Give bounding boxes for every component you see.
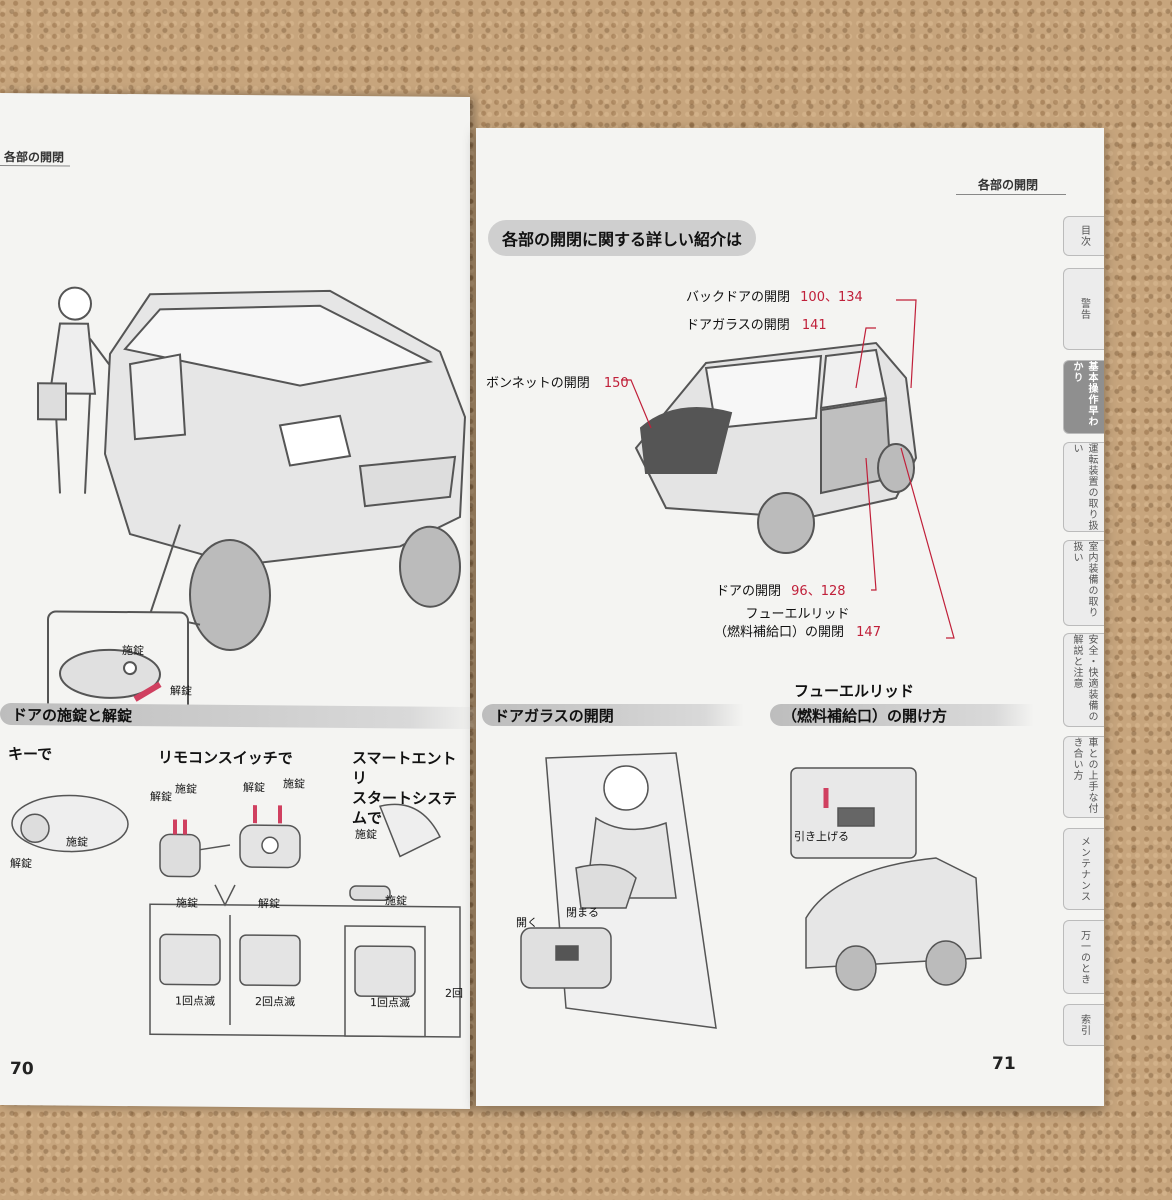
car-unlock-illustration	[37, 286, 467, 726]
close-label: 閉まる	[566, 906, 599, 919]
fuel-lid-line2-text: （燃料補給口）の開閉	[714, 625, 845, 640]
title-pill: 各部の開閉に関する詳しい紹介は	[488, 220, 757, 256]
lock-methods-illustrations	[11, 794, 461, 1038]
smart-lock2-label: 施錠	[385, 894, 407, 908]
by-key-label: キーで	[8, 745, 53, 764]
section-fuel-lid-title: フューエルリッド	[776, 680, 914, 702]
callout-fuel-lid: フューエルリッド （燃料補給口）の開閉 147	[714, 606, 881, 642]
fuel-lid-line2: （燃料補給口）の開閉 147	[714, 624, 881, 642]
header-rule-right	[956, 194, 1066, 195]
door-label: ドアの開閉	[716, 584, 782, 599]
by-remote-label: リモコンスイッチで	[158, 748, 293, 768]
side-tab-9[interactable]: 索引	[1063, 1004, 1104, 1046]
section-door-glass: ドアガラスの開閉	[482, 704, 744, 726]
side-tab-1[interactable]: 警告	[1063, 268, 1104, 350]
car-parts-illustration	[621, 299, 955, 639]
smart-lock-label: 施錠	[355, 828, 377, 842]
right-page-header: 各部の開閉	[978, 178, 1039, 192]
side-tab-0[interactable]: 目次	[1063, 216, 1104, 256]
section-door-lock-unlock: ドアの施錠と解錠	[0, 702, 482, 730]
right-page: 各部の開閉 各部の開閉に関する詳しい紹介は バックドアの開閉 100、134 ド…	[476, 128, 1104, 1106]
left-page-number: 70	[10, 1059, 34, 1080]
left-page: 各部の開閉 施錠 解錠 ドアの施錠と解錠 キーで	[0, 92, 482, 1110]
fuel-title-line1: フューエルリッド	[794, 682, 915, 700]
panel-lock-label: 施錠	[176, 896, 198, 910]
back-door-pages: 100、134	[800, 290, 863, 305]
panel-unlock-label: 解錠	[258, 897, 280, 911]
blink-once-label: 1回点滅	[175, 994, 215, 1008]
right-page-number: 71	[992, 1054, 1016, 1074]
callout-back-door: バックドアの開閉 100、134	[686, 286, 863, 305]
section-fuel-lid: （燃料補給口）の開け方	[770, 704, 1034, 726]
fuel-lid-line1: フューエルリッド	[745, 607, 850, 622]
remote-lock-label: 施錠	[175, 782, 197, 796]
side-tab-3[interactable]: 運転装置の取り扱い	[1063, 442, 1104, 532]
door-glass-label: ドアガラスの開閉	[686, 318, 790, 333]
callout-door-glass: ドアガラスの開閉 141	[686, 314, 827, 333]
callout-bonnet: ボンネットの開閉 150	[486, 372, 629, 391]
side-tab-7[interactable]: メンテナンス	[1063, 828, 1104, 910]
remote-unlock-label: 解錠	[150, 790, 172, 804]
fuel-lid-pages: 147	[856, 625, 881, 640]
open-label: 開く	[516, 916, 538, 929]
remote-unlock2-label: 解錠	[243, 781, 265, 795]
door-glass-pages: 141	[801, 318, 827, 333]
remote-lock2-label: 施錠	[283, 777, 305, 791]
blink-twice-label: 2回点滅	[255, 995, 295, 1009]
bonnet-label: ボンネットの開閉	[486, 376, 590, 391]
callout-door: ドアの開閉 96、128	[716, 580, 846, 599]
side-tab-8[interactable]: 万一のとき	[1063, 920, 1104, 994]
door-pages: 96、128	[791, 584, 846, 599]
unlock-label: 解錠	[170, 684, 192, 698]
side-tab-5[interactable]: 安全・快適装備の解説と注意	[1063, 633, 1104, 727]
back-door-label: バックドアの開閉	[686, 290, 791, 305]
bottom-illustrations	[520, 752, 982, 1029]
side-tab-4[interactable]: 室内装備の取り扱い	[1063, 540, 1104, 626]
pull-up-label: 引き上げる	[794, 830, 849, 843]
blink-once2-label: 1回点滅	[370, 996, 410, 1010]
lock-label: 施錠	[122, 644, 144, 658]
key-unlock-label: 解錠	[10, 857, 32, 871]
key-lock-label: 施錠	[66, 835, 88, 849]
side-tab-2[interactable]: 基本操作早わかり	[1063, 360, 1104, 434]
side-tab-6[interactable]: 車との上手な付き合い方	[1063, 736, 1104, 818]
blink-twice2-label: 2回	[445, 986, 463, 1000]
